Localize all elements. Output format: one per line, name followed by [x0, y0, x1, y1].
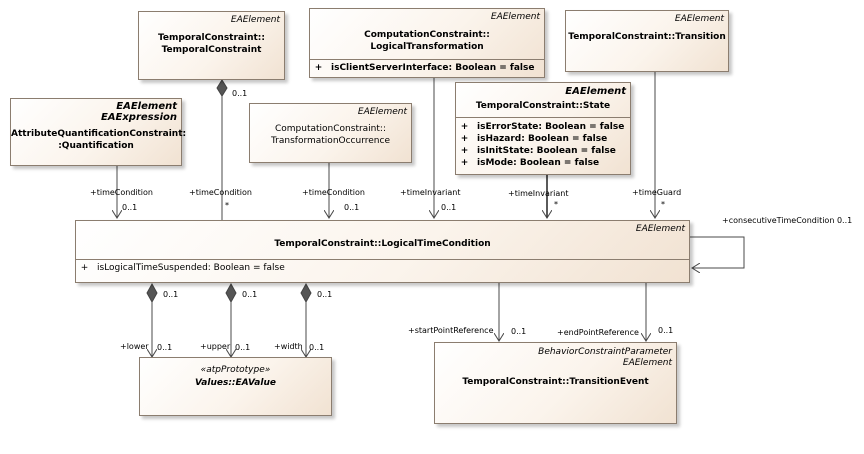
class-name: ComputationConstraint:: LogicalTransform…	[364, 30, 490, 52]
stereotype-label: «atpPrototype»	[200, 365, 271, 375]
attribute-row: +isLogicalTimeSuspended: Boolean = false	[80, 263, 285, 273]
mult-label: 0..1	[232, 89, 248, 98]
role-label: +startPointReference	[408, 326, 494, 335]
mult-label: 0..1	[344, 203, 360, 212]
class-temporal-constraint[interactable]: EAElement TemporalConstraint:: TemporalC…	[138, 11, 285, 80]
attribute-list: +isErrorState: Boolean = false +isHazard…	[456, 121, 630, 169]
attribute-row: +isMode: Boolean = false	[460, 158, 600, 168]
role-label: +timeCondition	[189, 188, 252, 197]
assoc-width	[300, 282, 312, 357]
mult-label: *	[225, 201, 229, 210]
class-state[interactable]: EAElement TemporalConstraint::State +isE…	[455, 82, 631, 175]
stereotype-label: BehaviorConstraintParameter	[538, 347, 672, 357]
class-transformation-occurrence[interactable]: EAElement ComputationConstraint:: Transf…	[249, 103, 412, 163]
class-name: ComputationConstraint:: TransformationOc…	[271, 124, 390, 146]
attribute-row: +isInitState: Boolean = false	[460, 146, 616, 156]
stereotype-label: EAElement	[230, 15, 280, 25]
class-logical-transformation[interactable]: EAElement ComputationConstraint:: Logica…	[309, 8, 545, 78]
class-name: TemporalConstraint:: TemporalConstraint	[157, 33, 265, 55]
stereotype-label: EAElement	[622, 358, 672, 368]
role-label: +timeInvariant	[508, 189, 569, 198]
attribute-row: +isHazard: Boolean = false	[460, 134, 608, 144]
assoc-self	[690, 236, 745, 268]
assoc-lower	[146, 282, 158, 357]
class-transition[interactable]: EAElement TemporalConstraint::Transition	[565, 10, 729, 72]
role-label: +timeGuard	[632, 188, 682, 197]
role-label: +upper	[200, 342, 231, 351]
class-transition-event[interactable]: BehaviorConstraintParameter EAElement Te…	[434, 342, 677, 424]
assoc-temporal-constraint	[216, 79, 228, 220]
mult-label: 0..1	[309, 343, 325, 352]
class-ea-value[interactable]: «atpPrototype» Values::EAValue	[139, 357, 332, 416]
stereotype-label: EAElement	[116, 101, 177, 112]
class-logical-time-condition[interactable]: EAElement TemporalConstraint::LogicalTim…	[75, 220, 690, 283]
role-label: +consecutiveTimeCondition 0..1	[722, 216, 853, 225]
mult-label: 0..1	[441, 203, 457, 212]
aggregation-diamond	[216, 79, 228, 97]
mult-label: 0..1	[157, 343, 173, 352]
role-label: +timeInvariant	[400, 188, 461, 197]
mult-label: 0..1	[122, 203, 138, 212]
class-name: TemporalConstraint::State	[475, 101, 611, 111]
mult-label: *	[554, 200, 558, 209]
role-label: +width	[274, 342, 303, 351]
attribute-list: +isClientServerInterface: Boolean = fals…	[310, 62, 544, 74]
class-name: TemporalConstraint::LogicalTimeCondition	[274, 239, 491, 249]
role-label: +endPointReference	[557, 328, 639, 337]
role-label: +lower	[120, 342, 149, 351]
class-quantification[interactable]: EAElement EAExpression AttributeQuantifi…	[10, 98, 187, 166]
class-name: TemporalConstraint::Transition	[568, 32, 726, 42]
attribute-list: +isLogicalTimeSuspended: Boolean = false	[76, 262, 689, 274]
stereotype-label: EAElement	[565, 86, 626, 97]
class-name: TemporalConstraint::TransitionEvent	[462, 377, 649, 387]
stereotype-label: EAElement	[635, 224, 685, 234]
class-name: AttributeQuantificationConstraint: :Quan…	[11, 129, 187, 151]
mult-label: 0..1	[235, 343, 251, 352]
mult-label: *	[661, 200, 665, 209]
class-name: Values::EAValue	[195, 378, 276, 388]
stereotype-label: EAElement	[490, 12, 540, 22]
mult-label: 0..1	[511, 327, 527, 336]
stereotype-label: EAExpression	[100, 112, 177, 123]
stereotype-label: EAElement	[674, 14, 724, 24]
attribute-row: +isErrorState: Boolean = false	[460, 122, 625, 132]
mult-label: 0..1	[317, 290, 333, 299]
role-label: +timeCondition	[90, 188, 153, 197]
role-label: +timeCondition	[302, 188, 365, 197]
mult-label: 0..1	[242, 290, 258, 299]
stereotype-label: EAElement	[357, 107, 407, 117]
assoc-upper	[225, 282, 237, 357]
attribute-row: +isClientServerInterface: Boolean = fals…	[314, 63, 535, 73]
mult-label: 0..1	[658, 326, 674, 335]
mult-label: 0..1	[163, 290, 179, 299]
